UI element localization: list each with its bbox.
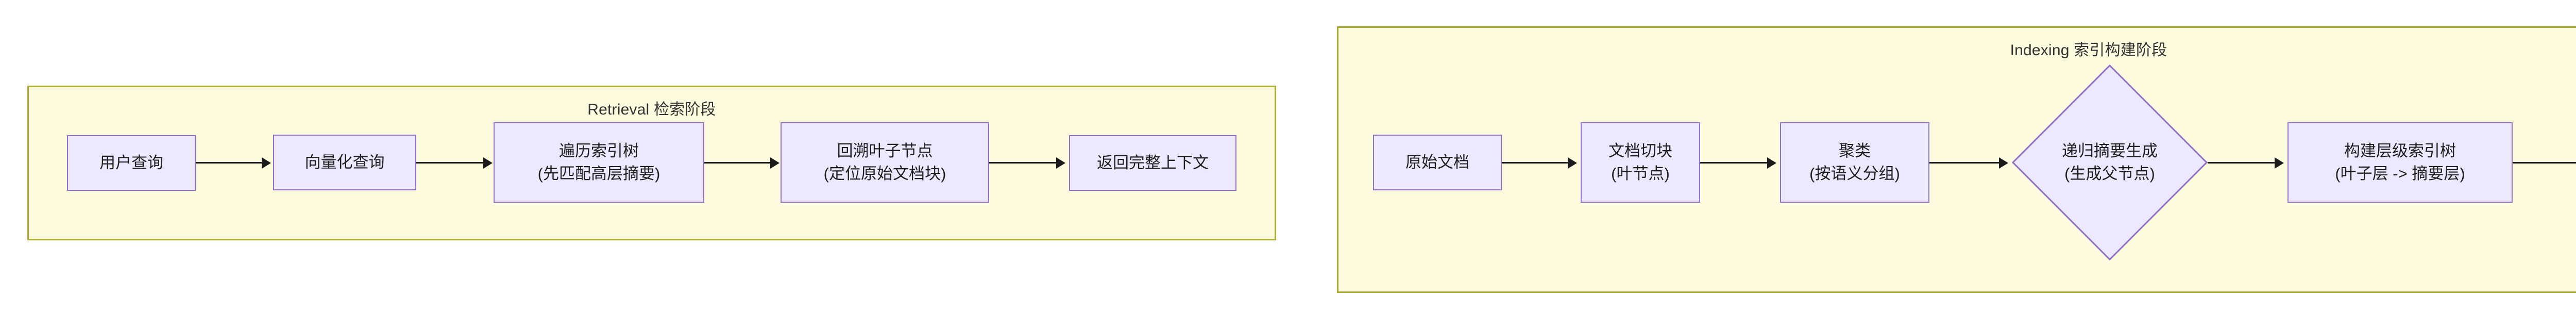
edge-r3-r4 (704, 162, 771, 164)
arrowhead-i4-i5 (2275, 157, 2284, 169)
node-label-line1: 回溯叶子节点 (837, 141, 933, 160)
node-label-line2: (先匹配高层摘要) (537, 165, 660, 183)
node-label-line1: 返回完整上下文 (1097, 153, 1209, 172)
node-label-line1: 聚类 (1839, 141, 1871, 160)
edge-i2-i3 (1700, 162, 1768, 164)
node-label-line1: 原始文档 (1405, 153, 1469, 171)
node-recursive-summary-generation[interactable]: 递归摘要生成 (生成父节点) (2012, 64, 2208, 260)
arrowhead-r4-r5 (1056, 157, 1065, 169)
edge-i4-i5 (2208, 162, 2276, 164)
node-raw-document[interactable]: 原始文档 (1373, 135, 1502, 190)
diamond-icon (2012, 64, 2208, 260)
arrowhead-i3-i4 (1999, 157, 2008, 169)
node-backtrack-leaf-nodes[interactable]: 回溯叶子节点 (定位原始文档块) (781, 122, 989, 203)
node-label-line2: (按语义分组) (1809, 165, 1900, 183)
node-label-line2: (叶子层 -> 摘要层) (2335, 165, 2465, 183)
diamond-label: 递归摘要生成 (生成父节点) (2062, 140, 2158, 185)
arrowhead-r2-r3 (483, 157, 493, 169)
node-label-line1: 递归摘要生成 (2062, 141, 2158, 160)
node-label-line1: 用户查询 (99, 153, 163, 172)
node-build-hierarchical-index-tree[interactable]: 构建层级索引树 (叶子层 -> 摘要层) (2287, 122, 2513, 203)
node-user-query[interactable]: 用户查询 (67, 135, 196, 191)
arrowhead-i1-i2 (1568, 157, 1577, 169)
node-label-line2: (叶节点) (1611, 165, 1670, 183)
node-clustering[interactable]: 聚类 (按语义分组) (1780, 122, 1929, 203)
edge-r4-r5 (989, 162, 1057, 164)
node-label-line1: 文档切块 (1608, 141, 1672, 160)
node-traverse-index-tree[interactable]: 遍历索引树 (先匹配高层摘要) (494, 122, 704, 203)
node-label-line1: 遍历索引树 (559, 141, 639, 160)
node-return-full-context[interactable]: 返回完整上下文 (1069, 135, 1236, 191)
node-label-line1: 向量化查询 (304, 153, 385, 171)
edge-i3-i4 (1929, 162, 2002, 164)
arrowhead-i2-i3 (1767, 157, 1776, 169)
node-label-line1: 构建层级索引树 (2344, 141, 2456, 160)
node-vectorize-query[interactable]: 向量化查询 (273, 135, 416, 190)
edge-i1-i2 (1502, 162, 1569, 164)
node-label-line2: (生成父节点) (2064, 165, 2155, 183)
node-document-chunking[interactable]: 文档切块 (叶节点) (1581, 122, 1700, 203)
edge-i5-i6 (2513, 162, 2576, 164)
subgraph-indexing-title: Indexing 索引构建阶段 (2010, 42, 2167, 59)
edge-r1-r2 (196, 162, 263, 164)
edge-r2-r3 (416, 162, 484, 164)
arrowhead-r1-r2 (262, 157, 271, 169)
arrowhead-r3-r4 (770, 157, 779, 169)
node-label-line2: (定位原始文档块) (823, 165, 946, 183)
subgraph-retrieval-title: Retrieval 检索阶段 (587, 101, 716, 118)
